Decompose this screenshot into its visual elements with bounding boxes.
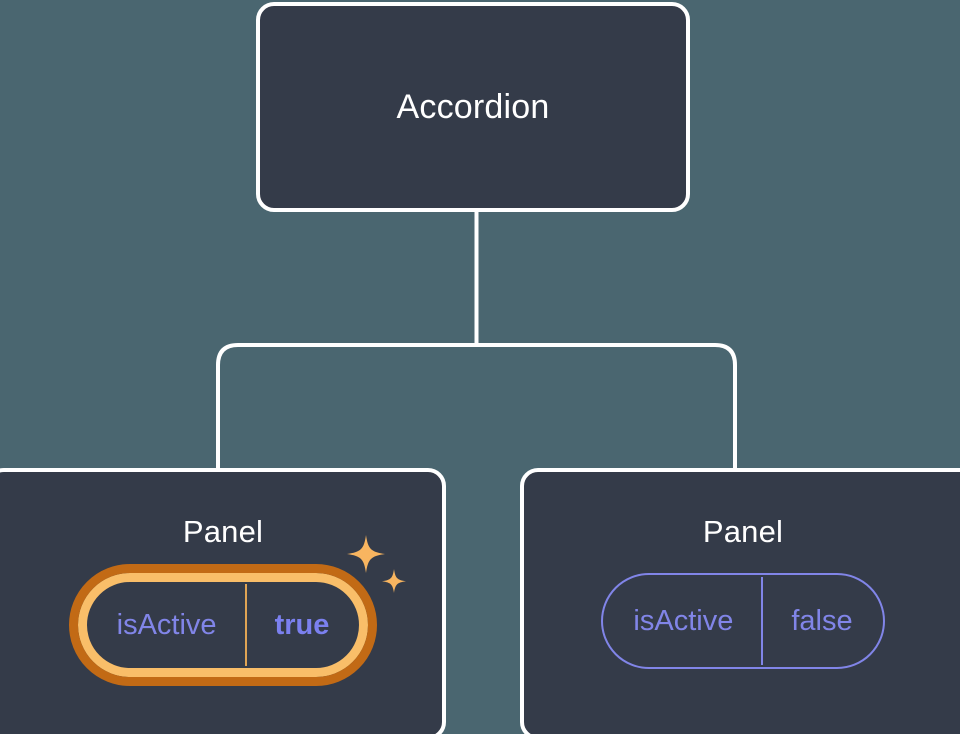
- prop-divider: [244, 584, 247, 666]
- node-title: Panel: [702, 514, 784, 549]
- sparkle-small-icon: [382, 569, 407, 593]
- prop-key: isActive: [633, 604, 734, 637]
- prop-value: true: [274, 608, 330, 641]
- node-panel-active[interactable]: Panel isActive true: [0, 468, 446, 734]
- prop-divider: [761, 577, 764, 665]
- node-title: Panel: [182, 514, 264, 549]
- node-accordion[interactable]: Accordion: [256, 2, 690, 212]
- prop-value: false: [791, 604, 853, 637]
- node-title: Accordion: [396, 88, 550, 126]
- node-panel-inactive[interactable]: Panel isActive false: [520, 468, 960, 734]
- prop-pill-wrapper: isActive false: [601, 573, 885, 669]
- panel-body: Panel isActive false: [524, 516, 960, 669]
- connector-children-bus: [216, 343, 737, 468]
- prop-pill-isactive-false[interactable]: isActive false: [601, 573, 885, 669]
- sparkle-large-icon: [347, 535, 386, 573]
- panel-body: Panel isActive true: [0, 514, 442, 686]
- prop-pill-isactive-true[interactable]: isActive true: [68, 564, 378, 686]
- prop-pill-wrapper: isActive true: [68, 535, 407, 686]
- prop-key: isActive: [116, 608, 217, 641]
